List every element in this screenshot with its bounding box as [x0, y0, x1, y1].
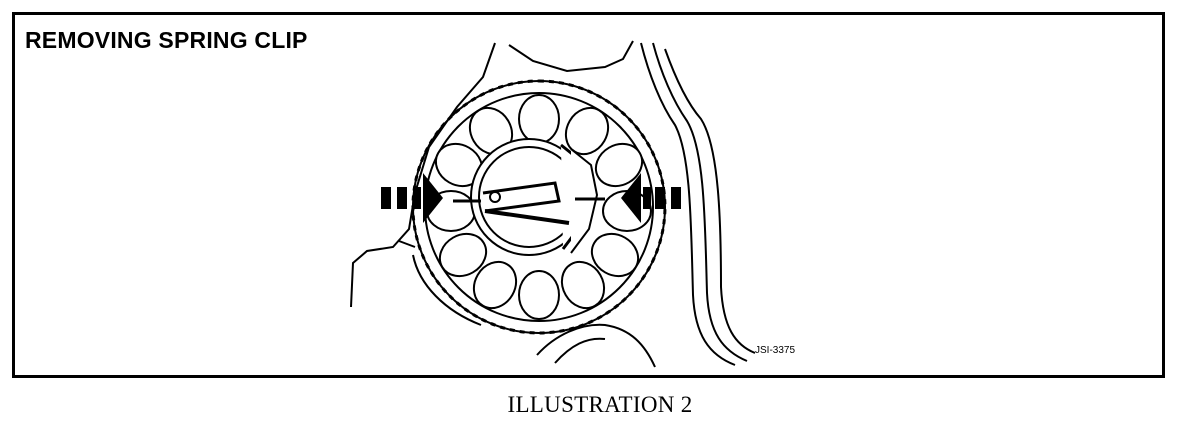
housing-top-line — [508, 40, 634, 73]
reference-code: JSI-3375 — [755, 345, 796, 356]
spring-clip — [453, 181, 605, 225]
housing-inner-arc — [412, 254, 482, 326]
figure-title: REMOVING SPRING CLIP — [25, 27, 308, 53]
figure-caption: ILLUSTRATION 2 — [507, 392, 693, 417]
housing-lower-curve — [536, 323, 656, 368]
housing-right-line-1 — [640, 42, 736, 366]
arrow-left — [381, 173, 443, 223]
housing-lower-curve-2 — [554, 337, 606, 364]
arrow-right — [621, 173, 681, 223]
gear-illustration — [350, 40, 756, 368]
housing-right-line-3 — [664, 48, 756, 354]
housing-left-outline — [350, 42, 496, 308]
housing-left-outer — [398, 240, 416, 248]
figure-frame: REMOVING SPRING CLIP — [12, 12, 1165, 378]
housing-right-line-2 — [652, 42, 748, 362]
